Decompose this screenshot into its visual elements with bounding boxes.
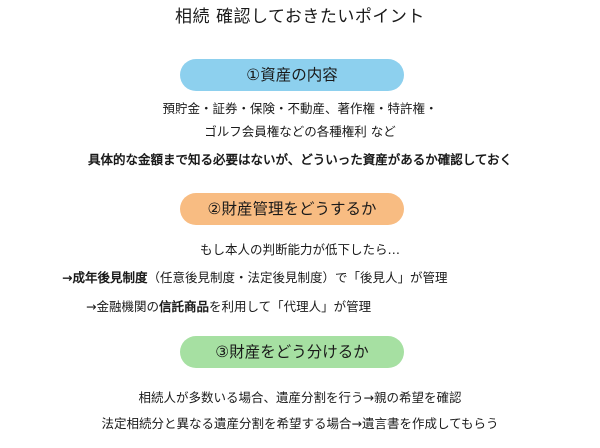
section2-item2-prefix: →金融機関の [86, 299, 159, 314]
section2-item2-rest: を利用して「代理人」が管理 [209, 299, 372, 314]
section2-heading: ②財産管理をどうするか [180, 193, 404, 225]
section2-intro: もし本人の判断能力が低下したら… [199, 242, 400, 257]
section3-heading: ③財産をどう分けるか [180, 336, 404, 368]
section2-item1-bold: 成年後見制度 [72, 270, 148, 285]
section2-item1-arrow: → [62, 270, 73, 285]
section1-line2: ゴルフ会員権などの各種権利 など [204, 124, 396, 139]
section1-heading: ①資産の内容 [180, 59, 404, 91]
section3-line1: 相続人が多数いる場合、遺産分割を行う→親の希望を確認 [138, 390, 462, 405]
section1-note: 具体的な金額まで知る必要はないが、どういった資産があるか確認しておく [87, 152, 512, 167]
section2-item2-bold: 信託商品 [158, 299, 209, 314]
section2-item1-rest: （任意後見制度・法定後見制度）で「後見人」が管理 [147, 270, 448, 285]
section1-line1: 預貯金・証券・保険・不動産、著作権・特許権・ [162, 101, 438, 116]
section2-item2: →金融機関の信託商品を利用して「代理人」が管理 [86, 297, 586, 317]
section2-item1: →成年後見制度（任意後見制度・法定後見制度）で「後見人」が管理 [62, 268, 582, 288]
section3-line2: 法定相続分と異なる遺産分割を希望する場合→遺言書を作成してもらう [101, 416, 499, 431]
page-title: 相続 確認しておきたいポイント [175, 7, 425, 27]
